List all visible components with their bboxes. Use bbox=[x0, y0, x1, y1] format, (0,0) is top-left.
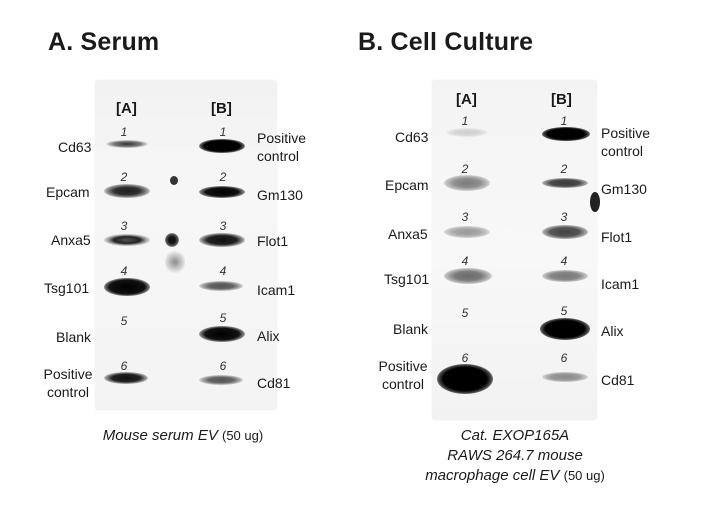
panel-b-spot-a1 bbox=[446, 128, 488, 137]
panel-b-caption-line-3: macrophage cell EV bbox=[425, 467, 560, 484]
panel-a-spot-b5 bbox=[199, 326, 245, 342]
panel-b-spot-b2 bbox=[542, 178, 588, 188]
panel-b-col-a-number-1: 1 bbox=[461, 114, 469, 128]
panel-b-caption-line-1: Cat. EXOP165A bbox=[460, 427, 570, 444]
panel-b-col-b-number-6: 6 bbox=[560, 351, 568, 365]
panel-b-col-b-number-4: 4 bbox=[560, 254, 568, 268]
panel-a-col-a-header: [A] bbox=[116, 100, 137, 117]
panel-a-title: A. Serum bbox=[48, 28, 160, 56]
panel-b-spot-a4 bbox=[444, 268, 492, 284]
panel-b-artifact-1 bbox=[590, 192, 600, 212]
panel-a-spot-a6 bbox=[104, 372, 148, 384]
panel-b-caption: Cat. EXOP165A RAWS 264.7 mouse macrophag… bbox=[400, 426, 630, 486]
panel-a-col-a-number-3: 3 bbox=[120, 219, 128, 233]
panel-a-col-b-number-6: 6 bbox=[219, 359, 227, 373]
panel-b-spot-a3 bbox=[444, 226, 490, 238]
panel-a-col-a-number-4: 4 bbox=[120, 264, 128, 278]
panel-b-spot-b5 bbox=[540, 318, 590, 340]
panel-b-left-label-3: Anxa5 bbox=[388, 226, 428, 242]
panel-a-col-b-number-4: 4 bbox=[219, 264, 227, 278]
panel-b-spot-a2 bbox=[444, 175, 490, 191]
panel-a-spot-b2 bbox=[199, 186, 245, 198]
panel-a-col-b-number-2: 2 bbox=[219, 170, 227, 184]
panel-a-col-b-number-1: 1 bbox=[219, 125, 227, 139]
panel-b-spot-a6 bbox=[437, 364, 493, 394]
panel-b-spot-b3 bbox=[542, 225, 588, 239]
panel-a-col-b-header: [B] bbox=[211, 100, 232, 117]
panel-b-caption-amount: (50 ug) bbox=[563, 468, 605, 483]
panel-a-caption-amount: (50 ug) bbox=[222, 428, 264, 443]
panel-b-right-label-3: Flot1 bbox=[601, 229, 633, 245]
panel-a-col-b-number-5: 5 bbox=[219, 311, 227, 325]
panel-a-right-label-5: Alix bbox=[257, 328, 280, 344]
panel-b-right-label-2: Gm130 bbox=[601, 181, 647, 197]
panel-a-col-a-number-6: 6 bbox=[120, 359, 128, 373]
panel-a-artifact-3 bbox=[165, 250, 185, 274]
panel-a-right-label-2: Gm130 bbox=[257, 187, 303, 203]
panel-a-left-label-5: Blank bbox=[56, 329, 92, 345]
panel-a-left-label-3: Anxa5 bbox=[51, 232, 91, 248]
panel-a-left-label-2: Epcam bbox=[46, 184, 90, 200]
panel-b-col-a-number-6: 6 bbox=[461, 351, 469, 365]
panel-b-left-label-2: Epcam bbox=[385, 177, 429, 193]
panel-b-col-a-number-3: 3 bbox=[461, 210, 469, 224]
panel-b-col-b-number-3: 3 bbox=[560, 210, 568, 224]
panel-b-right-label-4: Icam1 bbox=[601, 276, 640, 292]
panel-b-spot-b1 bbox=[542, 127, 590, 141]
panel-a-right-label-1: Positive control bbox=[257, 130, 307, 164]
panel-a-spot-b1 bbox=[199, 139, 245, 153]
panel-a-spot-a1 bbox=[106, 140, 148, 148]
panel-a-left-label-4: Tsg101 bbox=[44, 280, 90, 296]
panel-a-col-a-number-1: 1 bbox=[120, 125, 128, 139]
panel-b-right-label-5: Alix bbox=[601, 323, 624, 339]
panel-a-spot-b4 bbox=[199, 281, 243, 291]
panel-a-right-label-4: Icam1 bbox=[257, 282, 296, 298]
panel-a-right-label-3: Flot1 bbox=[257, 233, 289, 249]
panel-b-left-label-6: Positive control bbox=[378, 358, 428, 392]
panel-a-caption-text: Mouse serum EV bbox=[102, 427, 218, 444]
panel-b-caption-line-2: RAWS 264.7 mouse bbox=[447, 447, 583, 464]
panel-b-col-b-number-5: 5 bbox=[560, 304, 568, 318]
panel-a-col-a-number-2: 2 bbox=[120, 170, 128, 184]
panel-a-spot-a4 bbox=[104, 278, 150, 296]
panel-a-artifact-2 bbox=[165, 233, 179, 247]
panel-b-spot-b6 bbox=[542, 372, 588, 382]
panel-b-right-label-1: Positive control bbox=[601, 125, 651, 159]
panel-b-left-label-4: Tsg101 bbox=[384, 271, 430, 287]
panel-b-left-label-1: Cd63 bbox=[395, 129, 429, 145]
panel-a-left-label-6: Positive control bbox=[43, 366, 93, 400]
panel-a-spot-a2 bbox=[104, 184, 150, 198]
panel-b-col-b-header: [B] bbox=[551, 91, 572, 108]
panel-a-spot-b6 bbox=[199, 375, 243, 385]
panel-a-spot-b3 bbox=[199, 233, 245, 247]
panel-a-spot-a3 bbox=[104, 234, 150, 246]
panel-b-col-a-header: [A] bbox=[456, 91, 477, 108]
panel-b-title: B. Cell Culture bbox=[358, 28, 534, 56]
panel-b-col-a-number-2: 2 bbox=[461, 162, 469, 176]
panel-b-spot-b4 bbox=[542, 270, 588, 282]
panel-a-artifact-1 bbox=[170, 176, 178, 185]
panel-a-col-a-number-5: 5 bbox=[120, 314, 128, 328]
panel-b-left-label-5: Blank bbox=[393, 321, 429, 337]
panel-b-col-a-number-5: 5 bbox=[461, 306, 469, 320]
panel-a-right-label-6: Cd81 bbox=[257, 375, 291, 391]
panel-a-left-label-1: Cd63 bbox=[58, 139, 92, 155]
panel-b-col-b-number-2: 2 bbox=[560, 162, 568, 176]
panel-a-col-b-number-3: 3 bbox=[219, 219, 227, 233]
panel-a-caption: Mouse serum EV (50 ug) bbox=[78, 426, 288, 446]
panel-b-col-b-number-1: 1 bbox=[560, 114, 568, 128]
panel-b-col-a-number-4: 4 bbox=[461, 254, 469, 268]
panel-b-right-label-6: Cd81 bbox=[601, 372, 635, 388]
